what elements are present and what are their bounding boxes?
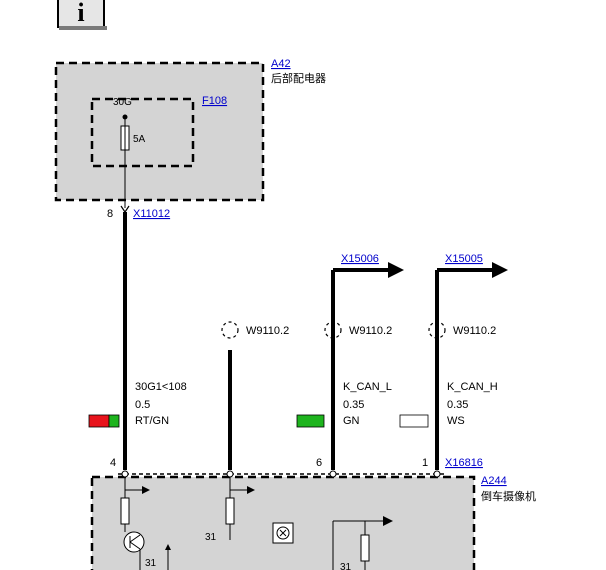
resistor-1	[120, 497, 130, 525]
wire3-color-swatch	[296, 414, 325, 428]
a42-name: 后部配电器	[271, 71, 326, 85]
wire4-signal: K_CAN_H	[447, 381, 498, 393]
shield-left-icon	[221, 321, 239, 339]
ground-label-2: 31	[205, 532, 217, 543]
a244-link[interactable]: A244	[481, 475, 507, 487]
x11012-link[interactable]: X11012	[133, 208, 170, 220]
shield-right-icon	[428, 321, 446, 339]
x15006-link[interactable]: X15006	[341, 253, 379, 265]
wire1-color: RT/GN	[135, 415, 169, 427]
info-icon: i	[77, 0, 85, 27]
shield-right-label: W9110.2	[453, 325, 496, 337]
wire4-color: WS	[447, 415, 465, 427]
x16816-link[interactable]: X16816	[445, 457, 483, 469]
wire1-signal: 30G1<108	[135, 381, 187, 393]
x15006-arrow-icon	[388, 262, 404, 278]
transistor-icon	[123, 531, 145, 553]
wire3-color: GN	[343, 415, 360, 427]
shield-mid-label: W9110.2	[349, 325, 392, 337]
wire1-color-swatch-green	[108, 414, 120, 428]
info-button[interactable]: i	[57, 0, 107, 30]
x11012-pin: 8	[107, 208, 113, 220]
ground-label-1: 31	[145, 558, 157, 569]
resistor-3	[360, 534, 370, 562]
a42-link[interactable]: A42	[271, 58, 291, 70]
shield-left-label: W9110.2	[246, 325, 289, 337]
wire1-size: 0.5	[135, 399, 150, 411]
fuse-box	[90, 97, 195, 168]
fuse-terminal-label: 30G	[113, 97, 132, 108]
a42-housing	[54, 61, 265, 202]
wire3-pin: 6	[316, 457, 322, 469]
wire4-pin: 1	[422, 457, 428, 469]
wire3-size: 0.35	[343, 399, 364, 411]
wire4-color-swatch	[399, 414, 429, 428]
fuse-link[interactable]: F108	[202, 95, 227, 107]
shield-mid-icon	[324, 321, 342, 339]
wire4-size: 0.35	[447, 399, 468, 411]
resistor-2	[225, 497, 235, 525]
ground-label-3: 31	[340, 562, 352, 570]
fuse-rating: 5A	[133, 134, 146, 145]
wire3-signal: K_CAN_L	[343, 381, 392, 393]
wire1-color-swatch-red	[88, 414, 110, 428]
a244-name: 倒车摄像机	[481, 489, 536, 503]
x15005-link[interactable]: X15005	[445, 253, 483, 265]
wire1-pin: 4	[110, 457, 116, 469]
x15005-arrow-icon	[492, 262, 508, 278]
